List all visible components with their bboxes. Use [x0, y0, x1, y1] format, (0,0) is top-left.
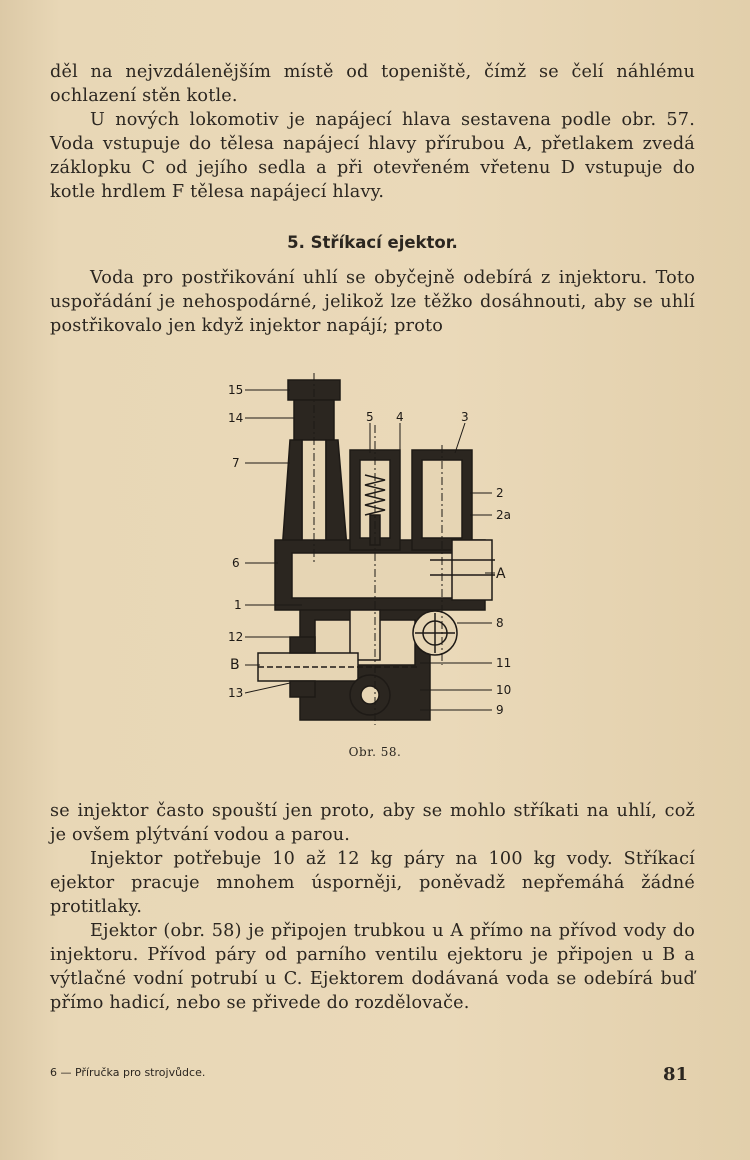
text-block-bottom: se injektor často spouští jen proto, aby…	[50, 799, 695, 1015]
label-15: 15	[228, 383, 243, 397]
paragraph-intro: Voda pro postřikování uhlí se obyčejně o…	[50, 268, 695, 336]
ejector-drawing: 15 14 7 6 1 12 B 13 5 4 3 2 2a A 8 11 10…	[228, 373, 511, 725]
label-4: 4	[396, 410, 404, 424]
label-9: 9	[496, 703, 504, 717]
label-2a: 2a	[496, 508, 511, 522]
section-heading: 5. Stříkací ejektor.	[287, 233, 458, 252]
label-6: 6	[232, 556, 240, 570]
figure-caption: Obr. 58.	[348, 745, 402, 759]
label-14: 14	[228, 411, 243, 425]
ejector-figure: 15 14 7 6 1 12 B 13 5 4 3 2 2a A 8 11 10…	[220, 365, 530, 735]
label-2: 2	[496, 486, 504, 500]
paragraph-waste: se injektor často spouští jen proto, aby…	[50, 801, 695, 845]
label-3: 3	[461, 410, 469, 424]
paragraph-connection: Ejektor (obr. 58) je připojen trubkou u …	[50, 921, 695, 1013]
label-7: 7	[232, 456, 240, 470]
label-13: 13	[228, 686, 243, 700]
page-number: 81	[663, 1064, 689, 1085]
label-10: 10	[496, 683, 511, 697]
text-block-middle: Voda pro postřikování uhlí se obyčejně o…	[50, 266, 695, 338]
text-block-top: děl na nejvzdálenějším místě od topeništ…	[50, 60, 695, 204]
label-5: 5	[366, 410, 374, 424]
label-12: 12	[228, 630, 243, 644]
label-8: 8	[496, 616, 504, 630]
label-A: A	[496, 566, 506, 582]
footer-signature: 6 — Příručka pro strojvůdce.	[50, 1066, 206, 1079]
paragraph-feed-head: U nových lokomotiv je napájecí hlava ses…	[50, 110, 695, 202]
label-B: B	[230, 657, 240, 673]
paragraph-consumption: Injektor potřebuje 10 až 12 kg páry na 1…	[50, 849, 695, 917]
paragraph-continuation: děl na nejvzdálenějším místě od topeništ…	[50, 62, 695, 106]
label-11: 11	[496, 656, 511, 670]
label-1: 1	[234, 598, 242, 612]
